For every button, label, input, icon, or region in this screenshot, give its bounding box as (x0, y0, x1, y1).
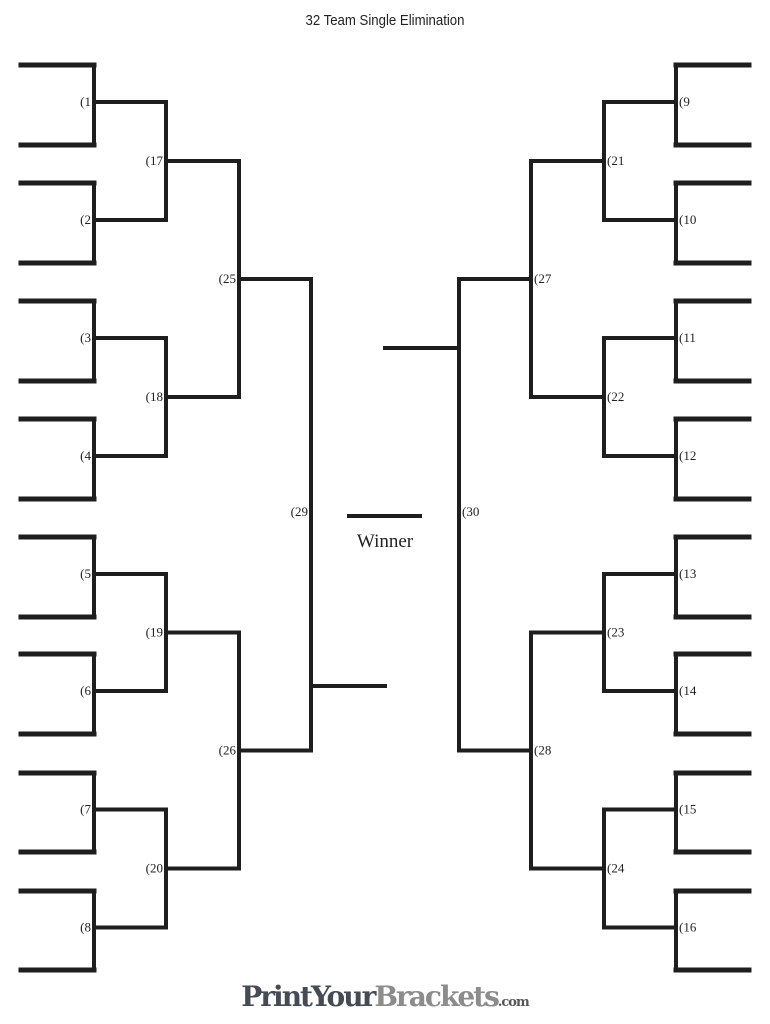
logo-part-2: Brackets (374, 980, 500, 1013)
match-label: (25 (219, 271, 236, 286)
match-label: (22 (607, 389, 624, 404)
match-label: (27 (534, 271, 552, 286)
match-label: (28 (534, 743, 551, 758)
match-label: (3 (80, 330, 91, 345)
match-label: (24 (607, 861, 625, 876)
match-label: (23 (607, 625, 624, 640)
match-label: (10 (679, 212, 696, 227)
match-label: (26 (219, 743, 237, 758)
semifinal-label: (30 (462, 504, 479, 519)
match-label: (21 (607, 153, 624, 168)
bracket-title: 32 Team Single Elimination (305, 12, 465, 29)
match-label: (8 (80, 920, 91, 935)
match-label: (11 (679, 330, 696, 345)
match-label: (9 (679, 94, 690, 109)
match-label: (5 (80, 566, 91, 581)
logo-part-3: .com (497, 995, 530, 1010)
match-label: (7 (80, 802, 91, 817)
match-label: (12 (679, 448, 696, 463)
match-label: (17 (146, 153, 164, 168)
match-label: (15 (679, 802, 696, 817)
match-label: (16 (679, 920, 697, 935)
match-label: (1 (80, 94, 91, 109)
logo-part-1: PrintYour (241, 980, 376, 1013)
match-label: (14 (679, 683, 697, 698)
match-label: (19 (146, 625, 163, 640)
match-label: (20 (146, 861, 163, 876)
printyourbrackets-logo: PrintYourBrackets.com (0, 980, 770, 1013)
match-label: (6 (80, 683, 91, 698)
match-label: (4 (80, 448, 91, 463)
semifinal-label: (29 (291, 504, 308, 519)
winner-label: Winner (357, 531, 414, 552)
match-label: (18 (146, 389, 163, 404)
match-label: (2 (80, 212, 91, 227)
match-label: (13 (679, 566, 696, 581)
